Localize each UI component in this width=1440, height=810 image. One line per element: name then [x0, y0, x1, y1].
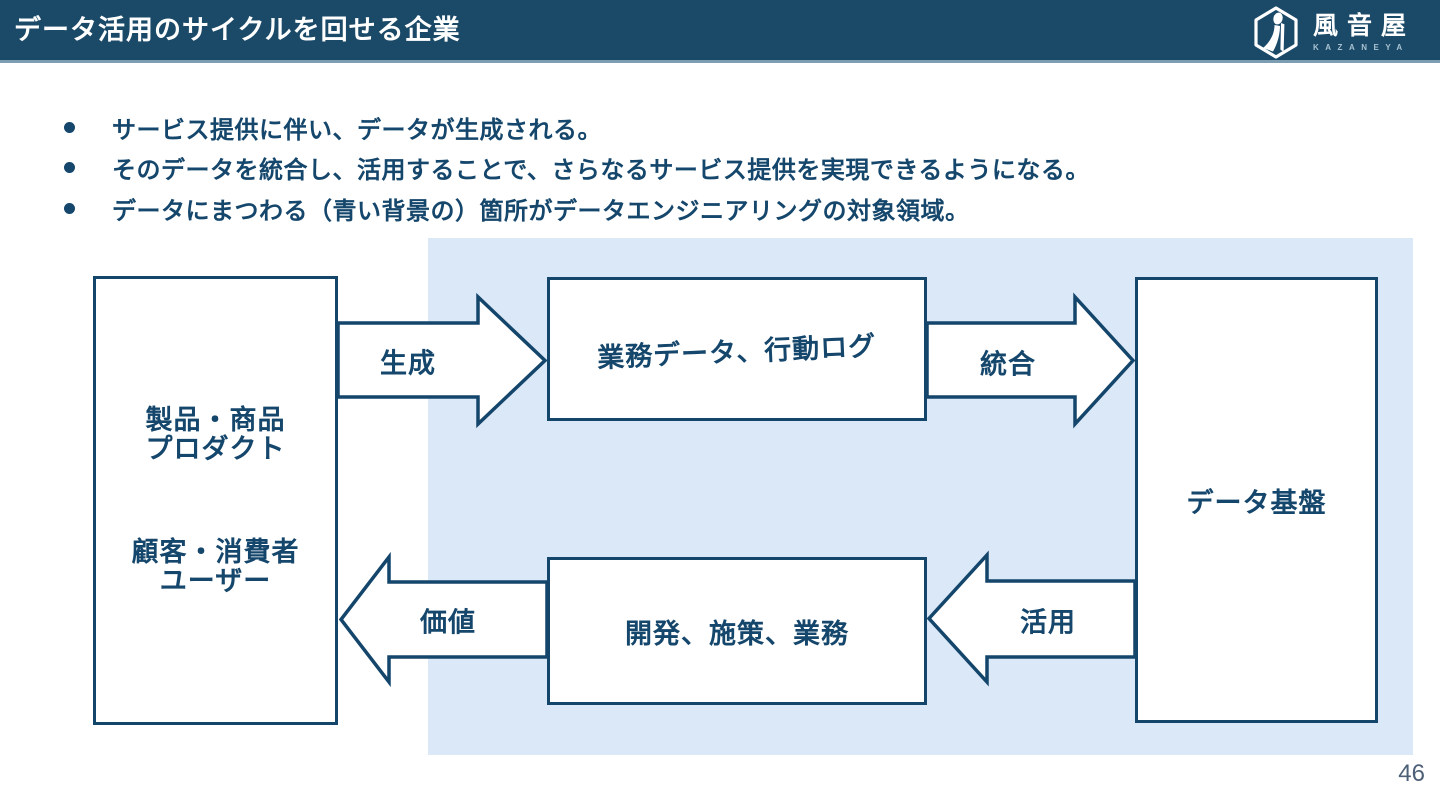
- kazaneya-hexagon-icon: [1254, 6, 1298, 59]
- bullet-list: サービス提供に伴い、データが生成される。 そのデータを統合し、活用することで、さ…: [64, 107, 1090, 229]
- products-line2: プロダクト: [145, 433, 286, 464]
- bullet-item: サービス提供に伴い、データが生成される。: [64, 107, 1090, 148]
- box-data-platform-label: データ基盤: [1186, 487, 1327, 518]
- bullet-text: サービス提供に伴い、データが生成される。: [112, 116, 602, 144]
- arrow-label-value: 価値: [420, 607, 476, 638]
- arrow-label-integrate: 統合: [980, 349, 1036, 380]
- box-data-platform: データ基盤: [1135, 277, 1378, 723]
- bullet-item: そのデータを統合し、活用することで、さらなるサービス提供を実現できるようになる。: [64, 148, 1090, 189]
- box-business-data: 業務データ、行動ログ: [547, 277, 927, 421]
- arrow-label-utilize: 活用: [1020, 607, 1076, 638]
- box-users-label: 顧客・消費者 ユーザー: [131, 536, 300, 596]
- logo-romaji: KAZANEYA: [1313, 42, 1409, 52]
- bullet-text: そのデータを統合し、活用することで、さらなるサービス提供を実現できるようになる。: [112, 157, 1090, 185]
- box-development-label: 開発、施策、業務: [625, 618, 849, 649]
- box-products-label: 製品・商品 プロダクト: [145, 404, 286, 464]
- logo-name: 風音屋: [1313, 12, 1416, 41]
- box-business-data-label: 業務データ、行動ログ: [596, 330, 878, 373]
- products-line1: 製品・商品: [145, 404, 286, 435]
- logo-text: 風音屋 KAZANEYA: [1313, 13, 1415, 52]
- users-line2: ユーザー: [159, 565, 272, 596]
- bullet-dot-icon: [64, 162, 75, 174]
- header-bar: データ活用のサイクルを回せる企業 風音屋 KAZANEYA: [0, 0, 1440, 63]
- bullet-dot-icon: [64, 121, 75, 133]
- box-development: 開発、施策、業務: [547, 557, 927, 705]
- bullet-item: データにまつわる（青い背景の）箇所がデータエンジニアリングの対象領域。: [64, 188, 1090, 229]
- arrow-label-generate: 生成: [380, 348, 436, 379]
- bullet-dot-icon: [64, 202, 75, 214]
- page-title: データ活用のサイクルを回せる企業: [14, 15, 461, 45]
- bullet-text: データにまつわる（青い背景の）箇所がデータエンジニアリングの対象領域。: [112, 197, 970, 225]
- page-number: 46: [1398, 760, 1425, 787]
- box-products-users: 製品・商品 プロダクト 顧客・消費者 ユーザー: [93, 276, 338, 725]
- logo: 風音屋 KAZANEYA: [1253, 6, 1415, 59]
- users-line1: 顧客・消費者: [131, 536, 300, 567]
